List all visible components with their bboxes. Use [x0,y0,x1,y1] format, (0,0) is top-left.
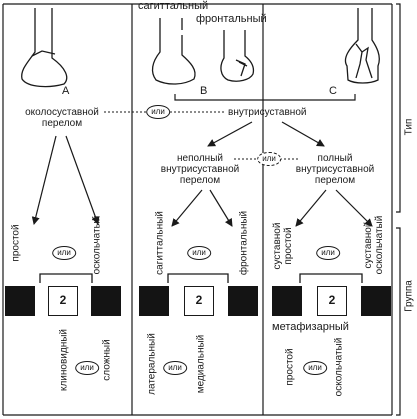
group-complex-label: сложный [101,339,113,381]
or-oval-subtype: или [257,152,281,166]
or-oval-a-subtype: или [52,246,76,260]
subtype-articular-simple-label: суставной простой [272,222,294,270]
type-connectors [104,111,300,160]
bone-drawing-c [344,8,380,84]
group-medial-label: медиальный [195,334,207,394]
b-c-bracket [174,94,356,101]
group-comminuted-label: оскольчатый [333,337,345,397]
subtype-frontal-label: фронтальный [238,210,250,276]
group-box-a-left [5,286,35,316]
incomplete-intraarticular-label: неполный внутрисуставной перелом [160,153,240,186]
intraarticular-label: внутрисуставной [228,107,307,118]
group-lateral-label: латеральный [146,333,158,395]
group-box-a-right [91,286,121,316]
view-label-frontal: фронтальный [196,13,267,25]
view-label-sagittal: сагиттальный [138,0,209,12]
or-oval-b-group: или [163,361,187,375]
subtype-articular-comminuted-label: суставной оскольчатый [363,215,385,275]
group-box-c-number: 2 [317,286,347,316]
classification-arrows [31,121,373,227]
panel-letter-b: B [200,85,208,97]
side-label-group: Группа [403,280,415,312]
complete-intraarticular-label: полный внутрисуставной перелом [295,153,375,186]
periarticular-fracture-label: околосуставной перелом [25,107,99,129]
group-box-c-right [361,286,391,316]
group-brackets [39,273,363,283]
subtype-comminuted-label: оскольчатый [91,215,103,275]
bone-drawing-b-frontal [220,30,255,82]
group-box-b-number: 2 [184,286,214,316]
side-label-type: Тип [403,118,415,136]
group-box-b-left [139,286,169,316]
or-oval-b-subtype: или [187,246,211,260]
group-simple-label: простой [284,348,296,386]
group-box-c-left [272,286,302,316]
or-oval-c-group: или [303,361,327,375]
group-box-a-number: 2 [48,286,78,316]
subtype-simple-label: простой [10,224,22,262]
panel-letter-a: A [62,85,70,97]
or-oval-a-group: или [75,361,99,375]
subtype-sagittal-label: сагиттальный [154,211,166,275]
group-box-b-right [228,286,258,316]
bone-drawing-b-sagittal [151,18,196,85]
panel-letter-c: C [329,85,337,97]
group-metaphyseal-label: метафизарный [272,321,349,333]
or-oval-type: или [146,105,170,119]
level-brackets [396,3,401,416]
or-oval-c-subtype: или [316,246,340,260]
panel-frames [2,3,393,416]
bone-drawing-a [21,8,68,88]
group-wedge-label: клиновидный [58,328,70,392]
